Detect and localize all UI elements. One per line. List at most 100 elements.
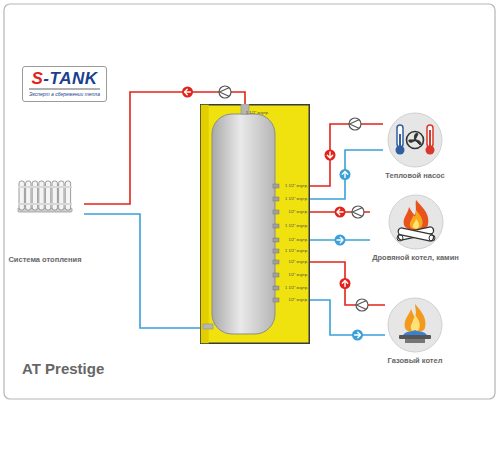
pump-body — [356, 299, 368, 311]
flow-arrow-disc — [335, 235, 346, 246]
wood-boiler-icon-part — [397, 227, 434, 241]
tank-drawing-part — [273, 197, 279, 201]
flow-arrow — [337, 237, 343, 242]
pump-mark — [350, 120, 360, 128]
port-size-label: 1 1/2" внутр. — [246, 110, 269, 116]
wood-boiler-icon-part — [429, 235, 435, 241]
tank-drawing-part — [201, 105, 310, 344]
radiator-icon-part — [45, 181, 50, 210]
heat-pump-icon-part — [414, 139, 417, 142]
page-frame — [4, 4, 495, 399]
pipe-connector — [310, 262, 385, 305]
flow-arrow — [185, 89, 191, 94]
heat-pump-icon-part — [388, 113, 442, 167]
pipe-connector — [84, 214, 200, 328]
wood-boiler-icon-part — [397, 226, 434, 240]
port-size-label: 1/2" внутр. — [288, 272, 308, 278]
gas-boiler: Газовый котел — [385, 297, 445, 365]
device-label: Тепловой насос — [383, 171, 447, 180]
gas-boiler-icon-part — [388, 298, 442, 352]
port-size-label: 1 1/2" внутр. — [285, 285, 308, 291]
radiator-icon-part — [52, 181, 57, 210]
circulation-pump — [352, 206, 364, 218]
tank-drawing-part — [273, 249, 279, 253]
pipe-line — [84, 214, 200, 328]
heat-pump: Тепловой насос — [383, 112, 447, 180]
port-size-label: 1 1/2" внутр. — [285, 183, 308, 189]
pipe-connector — [310, 207, 370, 218]
radiator-icon-part — [65, 181, 70, 210]
tank-drawing-part — [273, 224, 279, 228]
heat-pump-icon-part — [397, 125, 403, 147]
wood-boiler-icon-part — [397, 235, 403, 241]
port-size-label: 1/2" внутр. — [288, 259, 308, 265]
radiator-icon-part — [32, 181, 37, 210]
pipe-line — [310, 300, 385, 335]
gas-boiler-icon-part — [405, 304, 426, 333]
device-label: Газовый котел — [385, 356, 445, 365]
gas-boiler-icon-part — [399, 335, 431, 339]
pipe-connector — [310, 124, 383, 186]
flow-arrow — [355, 332, 361, 337]
radiator-icon-part — [18, 203, 72, 205]
pump-mark — [353, 208, 363, 216]
wood-boiler-icon — [388, 194, 444, 250]
heat-pump-icon — [387, 112, 443, 168]
port-size-label: 1 1/2" внутр. — [285, 248, 308, 254]
tank-drawing-part — [201, 105, 209, 344]
storage-tank: 1 1/2" внутр. 1 1/2" внутр. 1 1/2" внутр. 1… — [200, 104, 310, 344]
pump-mark — [220, 88, 230, 96]
circulation-pump — [219, 86, 231, 98]
flow-arrow-disc — [325, 150, 336, 161]
logo-box: S-TANKЭксперт в сбережении тепла — [22, 66, 107, 102]
flow-arrow-disc — [340, 278, 351, 289]
radiator-icon-part — [26, 181, 31, 210]
heat-pump-icon-part — [409, 133, 421, 145]
flow-arrow — [342, 281, 347, 287]
brand-slogan: Эксперт в сбережении тепла — [29, 88, 100, 98]
port-size-label: 1/2" внутр. — [288, 209, 308, 215]
port-size-label: 1/2" внутр. — [288, 297, 308, 303]
pipe-line — [310, 124, 383, 186]
port-size-label: 1 1/2" внутр. — [285, 196, 308, 202]
wood-boiler-icon-part — [409, 210, 422, 229]
tank-drawing-part — [273, 238, 279, 242]
heating-system: Система отопления — [6, 178, 84, 264]
gas-boiler-icon-part — [403, 330, 427, 335]
heat-pump-icon-part — [427, 125, 433, 147]
radiator-icon-part — [19, 181, 24, 210]
flow-arrow-disc — [182, 87, 193, 98]
gas-boiler-icon-part — [405, 339, 425, 343]
port-size-label: 1/2" внутр. — [288, 237, 308, 243]
pump-body — [349, 118, 361, 130]
gas-boiler-icon-part — [411, 315, 420, 331]
flow-arrow — [342, 172, 347, 178]
flow-arrow — [337, 209, 343, 214]
tank-drawing-part — [273, 184, 279, 188]
tank-drawing-part — [273, 286, 279, 290]
flow-arrow — [327, 152, 332, 158]
flow-arrow-disc — [340, 169, 351, 180]
heat-pump-icon-part — [396, 146, 405, 155]
diagram-title: AT Prestige — [22, 360, 104, 377]
flow-arrow-disc — [352, 330, 363, 341]
pipe-line — [310, 262, 385, 305]
tank-drawing-part — [203, 324, 213, 329]
wood-boiler-icon-part — [403, 200, 428, 230]
device-label: Система отопления — [6, 255, 84, 264]
circulation-pump — [349, 118, 361, 130]
tank-drawing-part — [273, 210, 279, 214]
radiator-icon-part — [39, 181, 44, 210]
wood-boiler: Дровяной котел, камин — [370, 194, 461, 262]
pipe-connector — [310, 300, 385, 341]
wood-boiler-icon-part — [389, 195, 443, 249]
pipe-line — [310, 150, 383, 199]
heat-pump-icon-part — [407, 132, 424, 149]
tank-drawing-part — [273, 273, 279, 277]
tank-drawing-part — [273, 260, 279, 264]
wood-boiler-icon-part — [412, 219, 418, 229]
pipe-connector — [310, 235, 370, 246]
flow-arrow-disc — [335, 207, 346, 218]
tank-drawing-part — [273, 298, 279, 302]
